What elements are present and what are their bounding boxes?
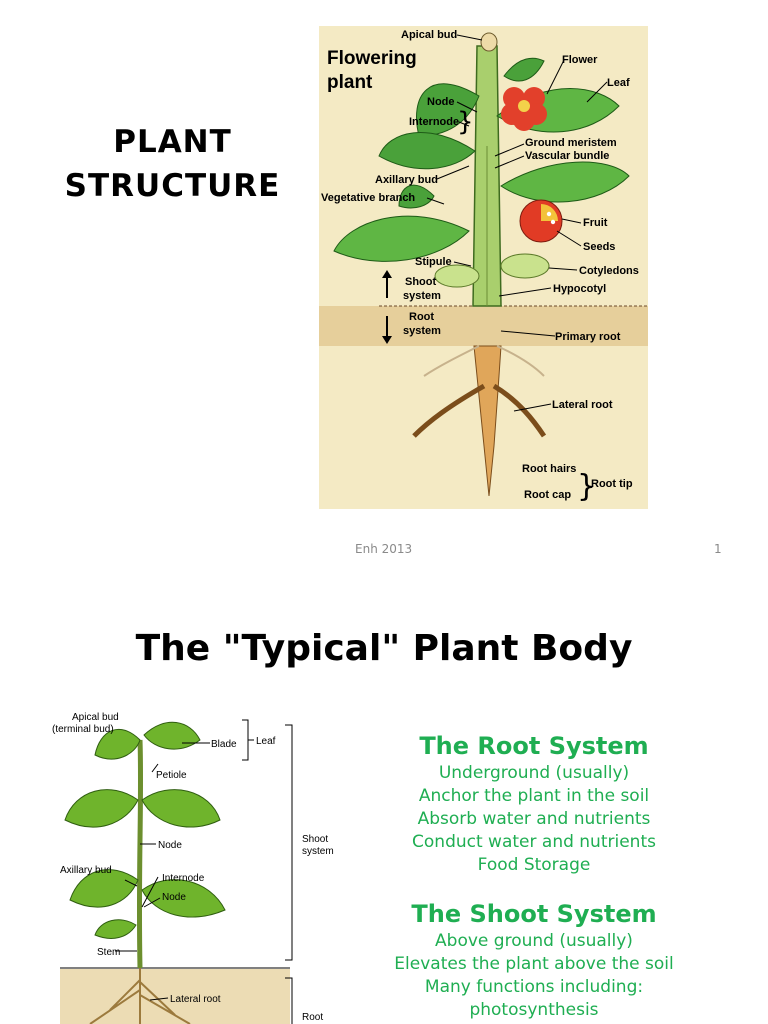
shoot-system-title: The Shoot System bbox=[411, 900, 657, 928]
plant-body-diagram: Apical bud (terminal bud) Blade Leaf Pet… bbox=[40, 710, 360, 1024]
label-node-2: Node bbox=[162, 892, 186, 903]
slide-2: The "Typical" Plant Body bbox=[0, 580, 768, 1024]
label-petiole: Petiole bbox=[156, 770, 187, 781]
label-vegetative-branch: Vegetative branch bbox=[321, 192, 415, 204]
root-system-section: The Root System Underground (usually) An… bbox=[384, 730, 684, 877]
footer-label: Enh 2013 bbox=[355, 542, 413, 556]
label-axillary-bud: Axillary bud bbox=[375, 174, 438, 186]
shoot-line-2: Elevates the plant above the soil bbox=[394, 954, 674, 974]
root-system-title: The Root System bbox=[419, 732, 649, 760]
label-lateral-root: Lateral root bbox=[170, 994, 221, 1005]
label-seeds: Seeds bbox=[583, 241, 615, 253]
label-flower: Flower bbox=[562, 54, 598, 66]
label-root-hairs: Root hairs bbox=[522, 463, 576, 475]
title-line-2: STRUCTURE bbox=[64, 168, 281, 204]
label-apical-bud-1: Apical bud bbox=[72, 712, 119, 723]
root-line-3: Absorb water and nutrients bbox=[417, 809, 651, 829]
figure-title-1: Flowering bbox=[327, 48, 417, 69]
root-line-5: Food Storage bbox=[477, 855, 591, 875]
label-internode: Internode bbox=[162, 873, 205, 884]
label-internode: Internode bbox=[409, 116, 459, 128]
label-shoot-system-1: Shoot bbox=[302, 834, 328, 845]
label-stipule: Stipule bbox=[415, 256, 452, 268]
label-root-system-2: system bbox=[403, 325, 441, 337]
label-axillary-bud: Axillary bud bbox=[60, 865, 112, 876]
label-fruit: Fruit bbox=[583, 217, 608, 229]
label-node: Node bbox=[427, 96, 455, 108]
label-root-system-1: Root bbox=[409, 311, 434, 323]
page-number: 1 bbox=[714, 542, 722, 556]
root-line-2: Anchor the plant in the soil bbox=[418, 786, 650, 806]
label-ground-meristem: Ground meristem bbox=[525, 137, 617, 149]
slide-1: PLANT STRUCTURE bbox=[40, 26, 722, 556]
root-line-1: Underground (usually) bbox=[438, 763, 630, 783]
shoot-system-section: The Shoot System Above ground (usually) … bbox=[384, 898, 684, 1022]
slide-title: PLANT STRUCTURE bbox=[40, 120, 305, 208]
title-line-1: PLANT bbox=[113, 124, 232, 160]
label-shoot-system-2: system bbox=[302, 846, 334, 857]
label-root-tip: Root tip bbox=[591, 478, 633, 490]
label-apical-bud: Apical bud bbox=[401, 29, 457, 41]
root-line-4: Conduct water and nutrients bbox=[412, 832, 656, 852]
label-vascular-bundle: Vascular bundle bbox=[525, 150, 609, 162]
label-stem: Stem bbox=[97, 947, 120, 958]
label-shoot-system-1: Shoot bbox=[405, 276, 436, 288]
label-primary-root: Primary root bbox=[555, 331, 621, 343]
label-leaf: Leaf bbox=[607, 77, 630, 89]
label-root-cap: Root cap bbox=[524, 489, 571, 501]
label-lateral-root: Lateral root bbox=[552, 399, 613, 411]
shoot-line-3: Many functions including: bbox=[424, 977, 644, 997]
label-hypocotyl: Hypocotyl bbox=[553, 283, 606, 295]
label-blade: Blade bbox=[211, 739, 237, 750]
brace-internode: } bbox=[457, 107, 474, 137]
shoot-line-4: photosynthesis bbox=[469, 1000, 599, 1020]
label-shoot-system-2: system bbox=[403, 290, 441, 302]
brace-root-tip: } bbox=[577, 469, 596, 504]
label-root-system: Root bbox=[302, 1012, 323, 1023]
label-leaf: Leaf bbox=[256, 736, 276, 747]
slide-title: The "Typical" Plant Body bbox=[135, 628, 633, 669]
flowering-plant-diagram: Flowering plant Apical bud Flower Leaf N… bbox=[319, 26, 648, 509]
label-apical-bud-2: (terminal bud) bbox=[52, 724, 114, 735]
label-node-1: Node bbox=[158, 840, 182, 851]
label-cotyledons: Cotyledons bbox=[579, 265, 639, 277]
figure-title-2: plant bbox=[327, 72, 373, 93]
shoot-line-1: Above ground (usually) bbox=[435, 931, 633, 951]
